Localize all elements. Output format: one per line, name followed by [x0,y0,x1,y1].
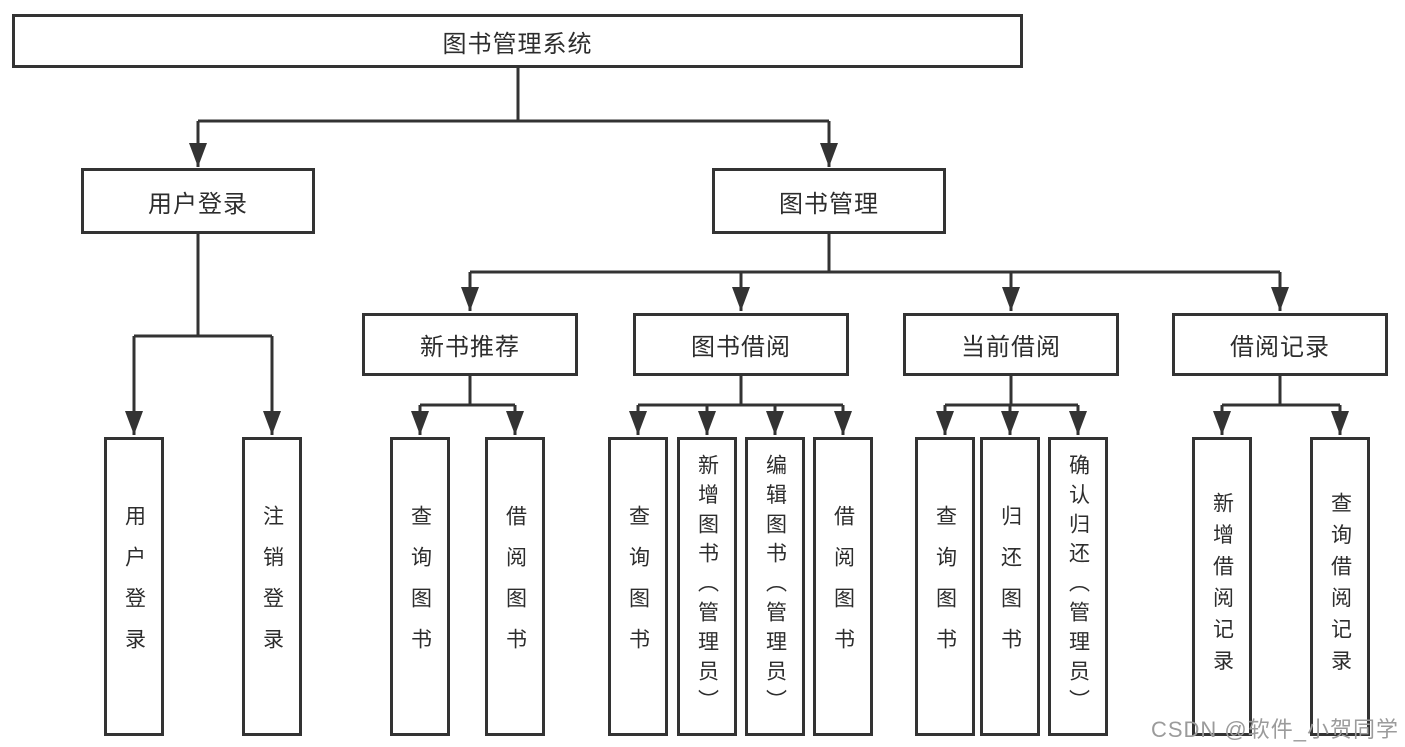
leaf-nbr-query-book-label: 查询图书 [408,504,432,669]
node-user-login: 用户登录 [81,168,315,234]
leaf-br-query-record-label: 查询借阅记录 [1328,492,1352,681]
leaf-nbr-borrow-book-label: 借阅图书 [503,504,527,669]
leaf-br-add-record: 新增借阅记录 [1192,437,1252,736]
leaf-user-login-label: 用户登录 [122,504,146,669]
leaf-logout-label: 注销登录 [260,504,284,669]
leaf-bb-add-book-admin-label: 新增图书（管理员） [695,454,719,719]
leaf-bb-edit-book-admin: 编辑图书（管理员） [745,437,805,736]
leaf-bb-edit-book-admin-label: 编辑图书（管理员） [763,454,787,719]
leaf-user-login: 用户登录 [104,437,164,736]
leaf-cb-return-book: 归还图书 [980,437,1040,736]
node-current-borrow-label: 当前借阅 [961,334,1061,361]
node-new-book-recommend: 新书推荐 [362,313,578,376]
leaf-logout: 注销登录 [242,437,302,736]
leaf-bb-query-book: 查询图书 [608,437,668,736]
leaf-bb-add-book-admin: 新增图书（管理员） [677,437,737,736]
leaf-br-query-record: 查询借阅记录 [1310,437,1370,736]
node-borrow-record: 借阅记录 [1172,313,1388,376]
leaf-cb-query-book-label: 查询图书 [933,504,957,669]
node-book-manage-label: 图书管理 [779,190,879,218]
node-root-label: 图书管理系统 [442,30,593,58]
node-book-borrow: 图书借阅 [633,313,849,376]
leaf-cb-return-book-label: 归还图书 [998,504,1022,669]
leaf-nbr-borrow-book: 借阅图书 [485,437,545,736]
csdn-watermark: CSDN @软件_小贺同学 [1150,717,1399,742]
leaf-nbr-query-book: 查询图书 [390,437,450,736]
node-borrow-record-label: 借阅记录 [1230,334,1330,361]
node-new-book-recommend-label: 新书推荐 [420,334,520,361]
leaf-bb-borrow-book-label: 借阅图书 [831,504,855,669]
leaf-bb-borrow-book: 借阅图书 [813,437,873,736]
leaf-br-add-record-label: 新增借阅记录 [1210,492,1234,681]
leaf-cb-confirm-return-admin: 确认归还（管理员） [1048,437,1108,736]
node-root: 图书管理系统 [12,14,1023,68]
leaf-cb-query-book: 查询图书 [915,437,975,736]
node-current-borrow: 当前借阅 [903,313,1119,376]
leaf-bb-query-book-label: 查询图书 [626,504,650,669]
leaf-cb-confirm-return-admin-label: 确认归还（管理员） [1066,454,1090,719]
node-book-borrow-label: 图书借阅 [691,334,791,361]
node-book-manage: 图书管理 [712,168,946,234]
node-user-login-label: 用户登录 [148,190,248,218]
